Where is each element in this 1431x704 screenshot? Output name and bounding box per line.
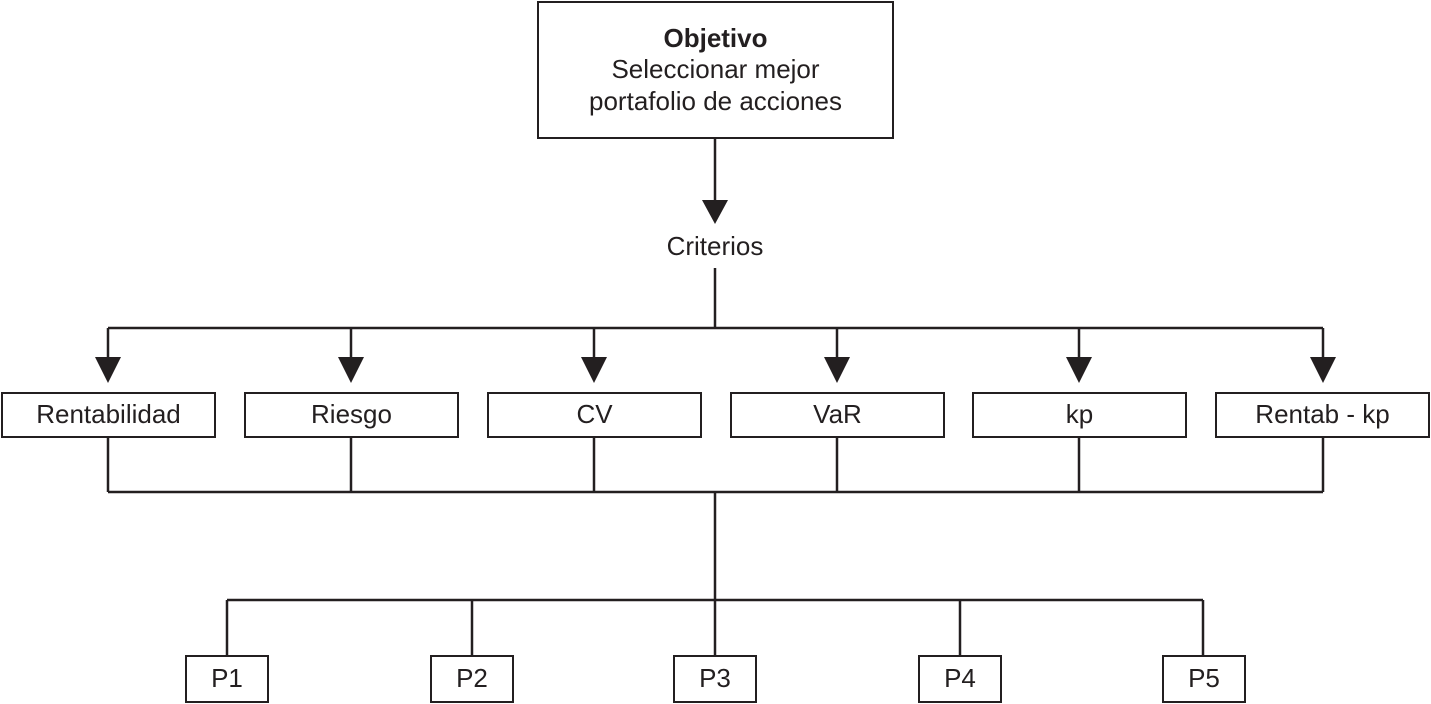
criterion-arrowhead-5: [1066, 357, 1092, 383]
alternative-box-p5: P5: [1162, 655, 1246, 703]
criterion-box-kp: kp: [972, 392, 1187, 438]
criterion-arrowhead-2: [338, 357, 364, 383]
alternative-box-p3: P3: [673, 655, 757, 703]
goal-title: Objetivo: [663, 23, 768, 54]
alternative-box-p1: P1: [185, 655, 269, 703]
criterion-arrowhead-3: [581, 357, 607, 383]
criterion-box-var: VaR: [730, 392, 945, 438]
criterion-box-rentabilidad: Rentabilidad: [1, 392, 216, 438]
criterion-arrowhead-6: [1310, 357, 1336, 383]
alternative-box-p2: P2: [430, 655, 514, 703]
criteria-heading: Criterios: [615, 228, 815, 264]
goal-box: Objetivo Seleccionar mejor portafolio de…: [537, 1, 894, 139]
goal-arrowhead: [702, 200, 728, 224]
criterion-box-rentab-kp: Rentab - kp: [1215, 392, 1430, 438]
criterion-arrowhead-4: [824, 357, 850, 383]
criterion-box-cv: CV: [487, 392, 702, 438]
goal-description-line-1: Seleccionar mejor: [611, 54, 820, 85]
alternative-box-p4: P4: [918, 655, 1002, 703]
goal-description-line-2: portafolio de acciones: [589, 85, 842, 116]
criterion-box-riesgo: Riesgo: [244, 392, 459, 438]
criterion-arrowhead-1: [95, 357, 121, 383]
